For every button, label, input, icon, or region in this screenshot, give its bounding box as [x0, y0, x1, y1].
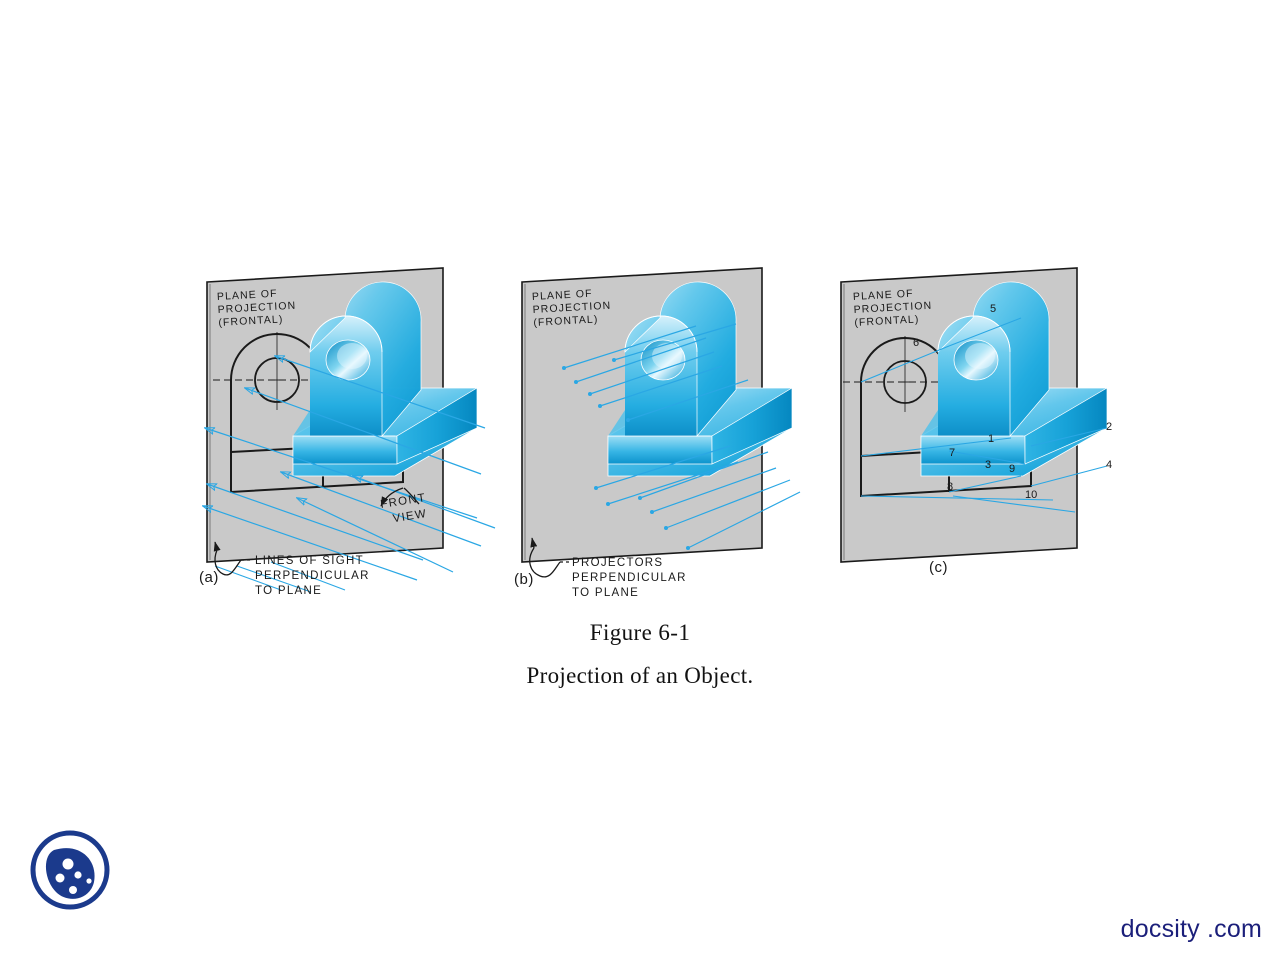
front-view-leader-a [380, 487, 420, 507]
note-a-line1: LINES OF SIGHT [255, 555, 364, 567]
lines-of-sight-a [203, 356, 496, 581]
point-label-1: 1 [988, 433, 994, 445]
lines-of-sight-extra-a [214, 561, 346, 593]
note-a-line3: TO PLANE [255, 585, 322, 597]
plane-label-a-line1: PLANE OF [217, 288, 278, 303]
lines-of-sight-leader-a [213, 541, 251, 576]
point-label-5: 5 [990, 303, 996, 315]
docsity-cookie-logo [30, 830, 110, 910]
panel-letter-c: (c) [929, 559, 948, 576]
caption-subtitle: Projection of an Object. [526, 663, 754, 688]
front-view-label-line2: VIEW [392, 508, 428, 525]
point-label-3: 3 [985, 459, 991, 471]
point-labels-c: 1 2 3 4 5 6 7 8 9 10 [913, 303, 1112, 501]
figure-caption: Figure 6-1 Projection of an Object. [0, 618, 1280, 691]
caption-title: Figure 6-1 [589, 620, 691, 645]
plane-label-b: PLANE OF PROJECTION (FRONTAL) [532, 288, 612, 329]
object-3d-b [607, 281, 793, 477]
projector-rays-c [860, 317, 1108, 513]
point-label-10: 10 [1025, 489, 1037, 501]
point-label-9: 9 [1009, 463, 1015, 475]
plane-label-b-line1: PLANE OF [532, 288, 593, 303]
point-label-2: 2 [1106, 421, 1112, 433]
plane-label-a-line3: (FRONTAL) [218, 313, 284, 329]
note-b-line1: PROJECTORS [572, 557, 663, 569]
plane-label-a-line2: PROJECTION [217, 300, 296, 316]
panel-c: PLANE OF PROJECTION (FRONTAL) [840, 267, 1112, 576]
projectors-leader-b [529, 537, 570, 578]
projector-endpoints-b [562, 358, 690, 550]
point-label-4: 4 [1106, 459, 1112, 471]
note-b-line3: TO PLANE [572, 587, 639, 599]
note-b-line2: PERPENDICULAR [572, 572, 687, 584]
plane-label-b-line3: (FRONTAL) [533, 313, 599, 329]
panel-letter-a: (a) [199, 569, 219, 586]
projectors-note-b: PROJECTORS PERPENDICULAR TO PLANE [572, 557, 687, 599]
point-label-7: 7 [949, 447, 955, 459]
panel-b: PLANE OF PROJECTION (FRONTAL) [514, 267, 801, 599]
plane-label-c-line2: PROJECTION [853, 300, 932, 316]
note-a-line2: PERPENDICULAR [255, 570, 370, 582]
plane-label-c: PLANE OF PROJECTION (FRONTAL) [853, 288, 933, 329]
docsity-wordmark: docsity .com [1120, 915, 1262, 943]
plane-label-a: PLANE OF PROJECTION (FRONTAL) [217, 288, 297, 329]
lines-of-sight-note-a: LINES OF SIGHT PERPENDICULAR TO PLANE [255, 555, 370, 597]
plane-label-b-line2: PROJECTION [532, 300, 611, 316]
panel-a: PLANE OF PROJECTION (FRONTAL) [199, 267, 496, 597]
plane-label-c-line1: PLANE OF [853, 288, 914, 303]
object-3d-a [292, 281, 478, 477]
point-label-6: 6 [913, 337, 919, 349]
panel-letter-b: (b) [514, 571, 534, 588]
projectors-b [563, 323, 801, 549]
plane-label-c-line3: (FRONTAL) [854, 313, 920, 329]
point-label-8: 8 [947, 481, 953, 493]
